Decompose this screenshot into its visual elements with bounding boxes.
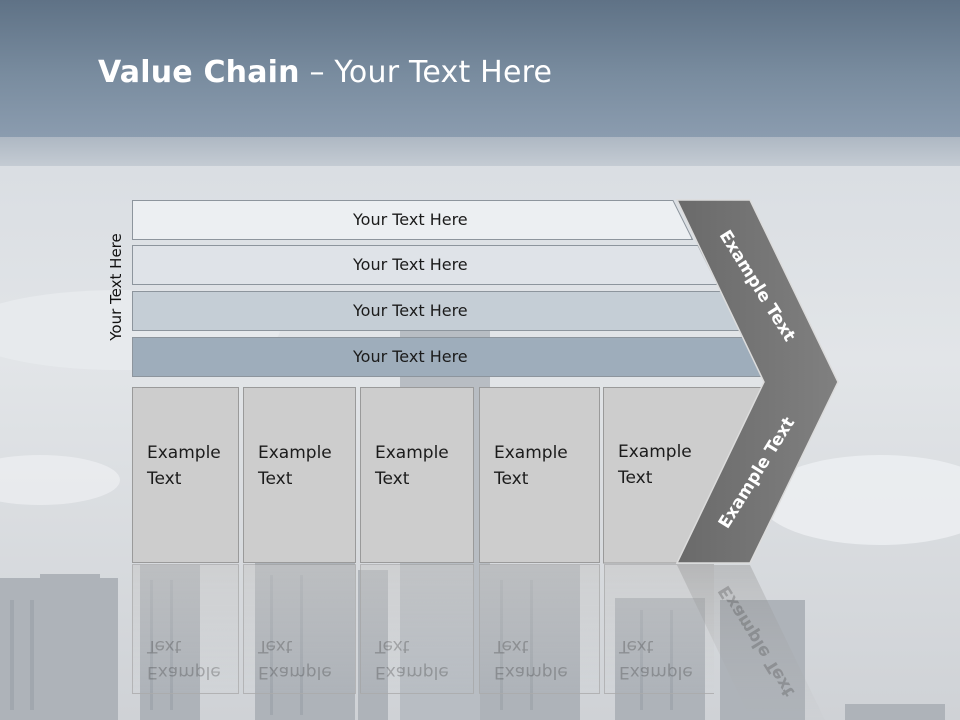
chevron-reflection bbox=[677, 565, 825, 720]
cell-2-reflection-line1: Example bbox=[258, 662, 332, 682]
header-band bbox=[0, 0, 960, 137]
cell-3-reflection-line1: Example bbox=[375, 662, 449, 682]
cell-1-reflection-line1: Example bbox=[147, 662, 221, 682]
cell-3-reflection-line2: Text bbox=[375, 636, 410, 656]
cell-4-reflection: Example Text bbox=[479, 564, 600, 694]
bar-4: Your Text Here bbox=[132, 337, 764, 377]
side-label: Your Text Here bbox=[107, 233, 125, 341]
cell-1-reflection-line2: Text bbox=[147, 636, 182, 656]
cell-5-line1: Example bbox=[618, 442, 692, 462]
cell-4-line2: Text bbox=[494, 469, 529, 489]
bar-4-label: Your Text Here bbox=[353, 347, 468, 366]
cell-1-line2: Text bbox=[147, 469, 182, 489]
cell-2-reflection-line2: Text bbox=[258, 636, 293, 656]
bar-1-label: Your Text Here bbox=[353, 210, 468, 229]
cell-4-line1: Example bbox=[494, 443, 568, 463]
title-rest: – Your Text Here bbox=[299, 55, 553, 90]
cell-4-reflection-line1: Example bbox=[494, 662, 568, 682]
bar-3-label: Your Text Here bbox=[353, 301, 468, 320]
cell-3-line2: Text bbox=[375, 469, 410, 489]
cell-1-reflection: Example Text bbox=[132, 564, 239, 694]
cell-2-line1: Example bbox=[258, 443, 332, 463]
bar-3: Your Text Here bbox=[132, 291, 740, 331]
cell-3-line1: Example bbox=[375, 443, 449, 463]
bar-1: Your Text Here bbox=[132, 200, 692, 240]
chevron-arrow bbox=[675, 199, 839, 564]
cell-3-reflection: Example Text bbox=[360, 564, 474, 694]
slide-title: Value Chain – Your Text Here bbox=[98, 55, 552, 90]
cell-5-line2: Text bbox=[618, 468, 653, 488]
bar-2-label: Your Text Here bbox=[353, 255, 468, 274]
cell-2-line2: Text bbox=[258, 469, 293, 489]
cell-2-reflection: Example Text bbox=[243, 564, 356, 694]
cell-1-line1: Example bbox=[147, 443, 221, 463]
bar-2: Your Text Here bbox=[132, 245, 717, 285]
cell-4-reflection-line2: Text bbox=[494, 636, 529, 656]
header-subband bbox=[0, 137, 960, 166]
title-bold: Value Chain bbox=[98, 55, 300, 90]
